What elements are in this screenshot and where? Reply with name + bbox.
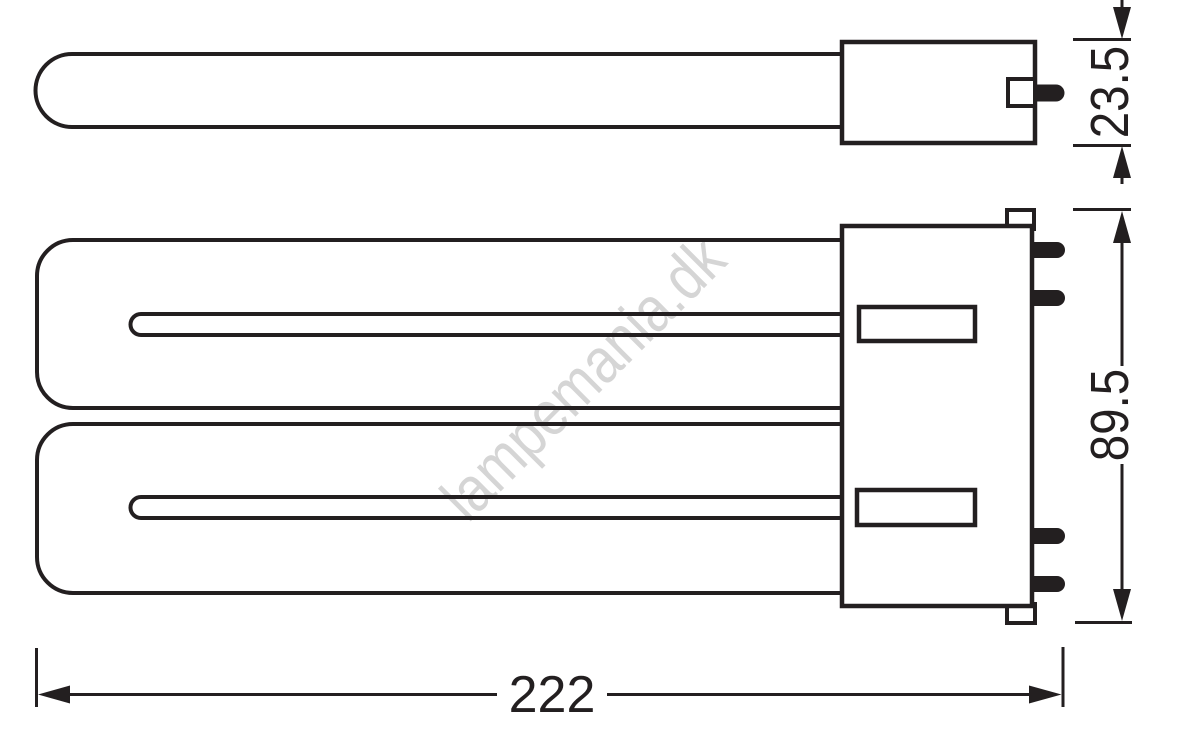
dim-height-arrow-down-icon	[1113, 589, 1131, 621]
front-view-base-hole-lower	[854, 487, 978, 528]
dim-depth-arrow-down-icon	[1113, 7, 1131, 39]
side-view-base	[839, 39, 1038, 146]
dim-length-lines	[35, 647, 1065, 707]
dim-depth-lines	[1073, 0, 1131, 184]
front-view-tube-lower	[35, 422, 846, 595]
dim-label-length: 222	[508, 666, 596, 724]
front-view-pin-3	[1032, 528, 1065, 544]
dim-length-arrow-left-icon	[38, 685, 70, 704]
front-view-base-hole-upper	[856, 304, 978, 344]
front-view-base	[839, 223, 1035, 609]
dim-length-arrow-right-icon	[1029, 685, 1062, 704]
front-view-tube-lower-slot	[128, 495, 846, 520]
dim-label-height: 89.5	[1080, 368, 1140, 462]
dim-height-lines	[1073, 208, 1132, 624]
front-view-tube-upper-slot	[128, 312, 846, 337]
side-view-pin	[1035, 84, 1065, 102]
front-view-pin-4	[1032, 576, 1065, 592]
dim-height-arrow-up-icon	[1113, 211, 1131, 243]
front-view-pin-2	[1032, 290, 1065, 306]
dim-label-depth: 23.5	[1080, 45, 1140, 139]
front-view-tube-upper	[35, 238, 846, 410]
side-view-base-notch	[1006, 77, 1037, 108]
dim-depth-arrow-up-icon	[1113, 146, 1131, 178]
side-view	[33, 39, 1065, 146]
front-view-pin-1	[1032, 242, 1065, 258]
front-view	[35, 208, 1065, 625]
side-view-tube	[33, 52, 846, 129]
